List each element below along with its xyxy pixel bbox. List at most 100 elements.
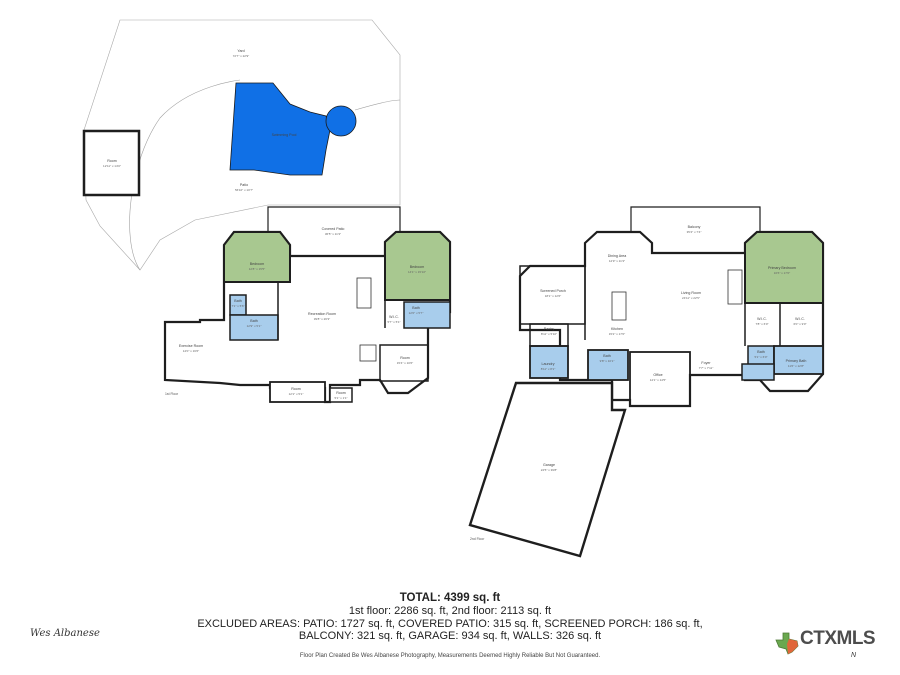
kitchen-island xyxy=(611,291,627,321)
balcony-dims: 35'4" x 7'4" xyxy=(687,230,702,234)
laundry-dims: 8'11" x 8'1" xyxy=(541,367,556,371)
disclaimer: Floor Plan Created Be Wes Albanese Photo… xyxy=(299,653,601,659)
room-bottom-dims: 12'1" x 5'1" xyxy=(289,392,304,396)
covered-patio-dims: 36'5" x 11'3" xyxy=(325,232,341,236)
yard-dims: 72'7" x 22'9" xyxy=(233,54,249,58)
patio-curve-right xyxy=(354,99,401,111)
stairs-f1 xyxy=(356,277,372,309)
bath-mid-label: Bath xyxy=(603,354,610,358)
bath-right-label: Bath xyxy=(757,350,764,354)
recreation-room-label: Recreation Room xyxy=(308,312,336,316)
second-floor-plan: Balcony 35'4" x 7'4" Primary Bedroom 16'… xyxy=(468,206,825,558)
room-left xyxy=(82,129,141,197)
pantry-box xyxy=(529,323,569,347)
pool-spa xyxy=(325,105,357,137)
primary-bath-lower xyxy=(741,363,775,381)
screened-porch-dims: 18'1" x 12'6" xyxy=(545,294,561,298)
exercise-room-label: Exercise Room xyxy=(179,344,203,348)
office-dims: 14'1" x 14'5" xyxy=(650,378,666,382)
dining-area-label: Dining Area xyxy=(608,254,627,258)
pantry-label: Pantry xyxy=(544,327,555,331)
wic-b-dims: 6'0" x 9'0" xyxy=(793,322,806,326)
exercise-room-dims: 14'0" x 16'6" xyxy=(183,349,199,353)
texas-map-icon xyxy=(775,632,799,655)
room-right-dims: 15'4" x 10'6" xyxy=(397,361,413,365)
floor1-label: 1st Floor xyxy=(165,392,179,396)
primary-bath xyxy=(773,345,824,375)
foyer-dims: 7'7" x 7'11" xyxy=(699,366,714,370)
swimming-pool xyxy=(229,82,331,176)
bath-mid xyxy=(587,349,629,381)
kitchen-dims: 15'2" x 17'0" xyxy=(609,332,625,336)
primary-bath-dims: 11'6" x 12'8" xyxy=(788,364,804,368)
balcony-frame xyxy=(630,206,761,240)
bedroom-right-label: Bedroom xyxy=(410,265,425,269)
screened-porch-label: Screened Porch xyxy=(540,289,566,293)
primary-bedroom-label: Primary Bedroom xyxy=(768,266,796,270)
garage xyxy=(468,381,627,558)
bath-b-dims: 12'9" x 5'1" xyxy=(247,324,262,328)
excluded-areas-line1: EXCLUDED AREAS: PATIO: 1727 sq. ft, COVE… xyxy=(197,617,703,630)
room-right-label: Room xyxy=(400,356,410,360)
patio-dims: 56'10" x 10'7" xyxy=(235,188,253,192)
recreation-room-dims: 39'8" x 26'3" xyxy=(314,317,330,321)
patio-label: Patio xyxy=(240,183,248,187)
photographer-signature: Wes Albanese xyxy=(30,628,100,639)
patio-curve xyxy=(129,79,241,271)
garage-dims: 24'5" x 39'8" xyxy=(541,468,557,472)
room-small-label: Room xyxy=(336,391,346,395)
living-room-dims: 24'11" x 22'5" xyxy=(682,296,700,300)
bedroom-left xyxy=(223,231,291,283)
first-floor-plan: Yard 72'7" x 22'9" Swimming Pool Room 12… xyxy=(82,19,452,404)
room-right-box xyxy=(379,344,429,382)
bath-mid-dims: 9'8" x 10'1" xyxy=(600,359,615,363)
laundry-label: Laundry xyxy=(542,362,555,366)
bath-right-dims: 5'1" x 6'0" xyxy=(754,355,767,359)
total-area: TOTAL: 4399 sq. ft xyxy=(399,592,501,604)
foyer-label: Foyer xyxy=(701,361,711,365)
living-room-label: Living Room xyxy=(681,291,701,295)
yard-label: Yard xyxy=(237,49,244,53)
room-bottom-label: Room xyxy=(291,387,301,391)
bedroom-left-dims: 12'8" x 15'5" xyxy=(249,267,265,271)
excluded-areas-line2: BALCONY: 321 sq. ft, GARAGE: 934 sq. ft,… xyxy=(298,630,602,643)
room-left-dims: 12'11" x 14'0" xyxy=(103,164,121,168)
office-box xyxy=(629,351,691,407)
dining-area-dims: 12'9" x 11'3" xyxy=(609,259,625,263)
pool-label: Swimming Pool xyxy=(272,133,297,137)
bath-c xyxy=(403,301,451,329)
pantry-dims: 8'11" x 5'10" xyxy=(541,332,557,336)
room-left-label: Room xyxy=(107,159,117,163)
ctxmls-logo: CTXMLS xyxy=(800,628,876,649)
wic-a-label: W.I.C. xyxy=(757,317,767,321)
room-small-dims: 5'1" x 1'1" xyxy=(334,396,347,400)
bedroom-right-dims: 14'1" x 15'10" xyxy=(408,270,426,274)
ctxmls-logo-suffix: N xyxy=(851,652,857,659)
office-label: Office xyxy=(653,373,662,377)
area-summary: TOTAL: 4399 sq. ft 1st floor: 2286 sq. f… xyxy=(0,592,900,643)
bath-a-label: Bath xyxy=(234,299,241,303)
wic-label: W.I.C. xyxy=(389,315,399,319)
covered-patio-label: Covered Patio xyxy=(322,227,345,231)
wic-a-dims: 7'8" x 6'0" xyxy=(755,322,768,326)
room-bottom-box xyxy=(269,381,326,403)
floor2-label: 2nd Floor xyxy=(470,537,485,541)
bath-c-dims: 12'0" x 5'7" xyxy=(409,311,424,315)
bedroom-left-label: Bedroom xyxy=(250,262,265,266)
floor-plan: Yard 72'7" x 22'9" Swimming Pool Room 12… xyxy=(82,19,825,558)
kitchen-label: Kitchen xyxy=(611,327,623,331)
primary-bath-label: Primary Bath xyxy=(786,359,807,363)
room-small-box xyxy=(329,387,353,403)
bath-c-label: Bath xyxy=(412,306,419,310)
garage-label: Garage xyxy=(543,463,555,467)
floor-areas: 1st floor: 2286 sq. ft, 2nd floor: 2113 … xyxy=(348,604,552,617)
primary-bedroom-dims: 16'6" x 17'0" xyxy=(774,271,790,275)
stairs-box xyxy=(359,344,377,362)
laundry xyxy=(529,345,569,379)
wic-b-label: W.I.C. xyxy=(795,317,805,321)
bath-b-label: Bath xyxy=(250,319,257,323)
balcony-label: Balcony xyxy=(688,225,701,229)
stairs-f2 xyxy=(727,269,743,305)
bath-a-dims: 7'1" x 5'6" xyxy=(231,304,244,308)
wic-dims: 5'7" x 5'1" xyxy=(387,320,400,324)
